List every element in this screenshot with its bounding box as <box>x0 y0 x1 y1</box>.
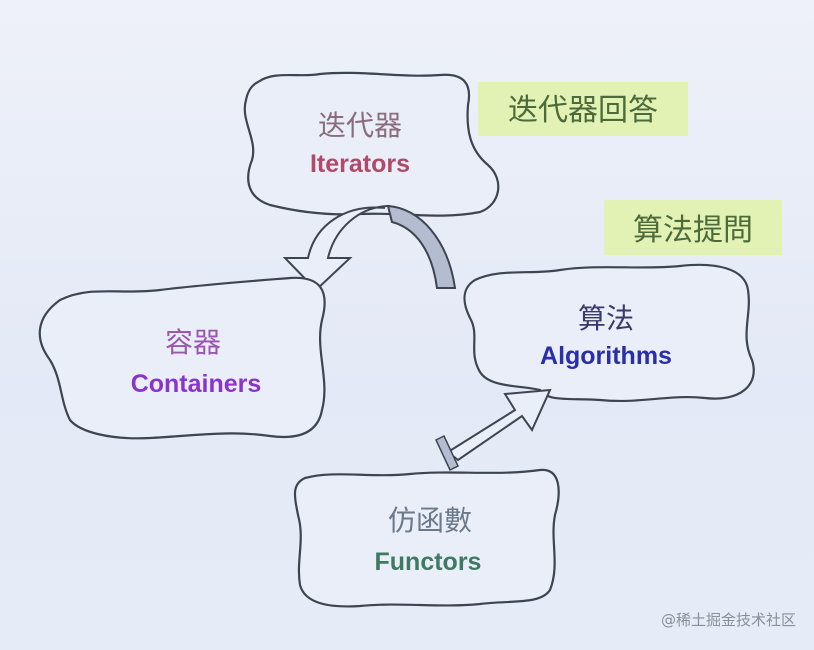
iterators-en-label: Iterators <box>310 150 410 178</box>
watermark: @稀土掘金技术社区 <box>660 611 796 629</box>
iterator-container-arrow <box>282 204 457 292</box>
algorithms-en-label: Algorithms <box>540 342 672 370</box>
functors-en-label: Functors <box>375 548 482 576</box>
functors-zh-label: 仿函數 <box>388 504 472 537</box>
iterator-answer-label: 迭代器回答 <box>508 93 658 128</box>
functor-algorithm-arrow <box>435 388 552 472</box>
containers-en-label: Containers <box>131 370 262 398</box>
algorithm-question-label: 算法提問 <box>633 213 753 248</box>
algorithms-node: 算法 Algorithms <box>463 263 755 403</box>
iterator-answer-tag: 迭代器回答 <box>478 82 688 136</box>
functors-node: 仿函數 Functors <box>293 468 560 608</box>
iterators-zh-label: 迭代器 <box>318 109 402 142</box>
iterators-node: 迭代器 Iterators <box>243 71 500 217</box>
containers-zh-label: 容器 <box>165 326 221 359</box>
algorithm-question-tag: 算法提問 <box>604 200 782 255</box>
containers-node: 容器 Containers <box>38 276 326 440</box>
algorithms-zh-label: 算法 <box>578 302 634 335</box>
